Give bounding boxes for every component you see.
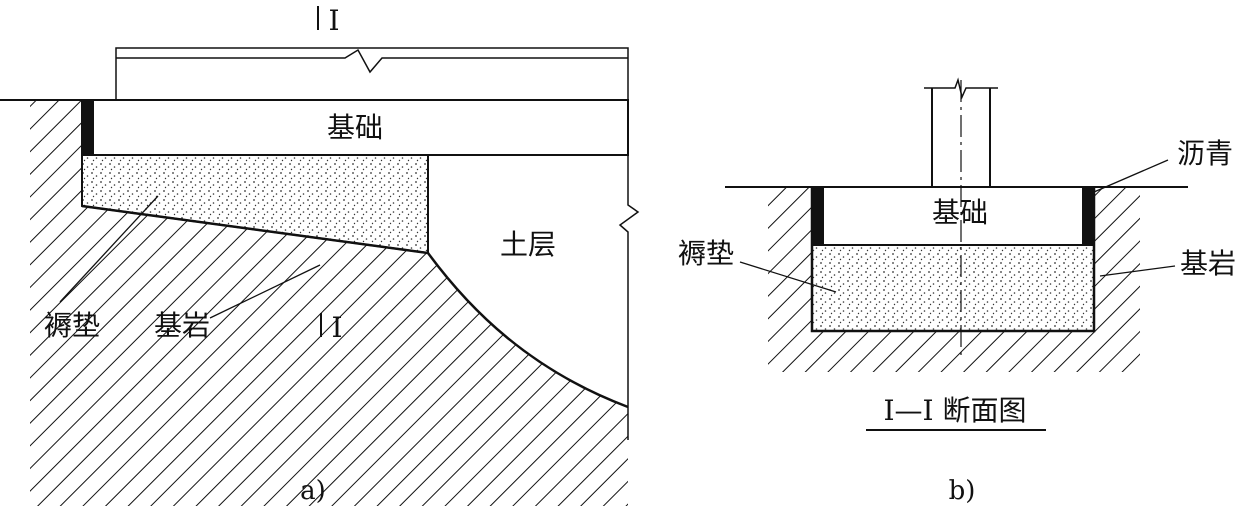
leader-asphalt <box>1093 159 1169 193</box>
bedrock-label-a: 基岩 <box>154 309 210 342</box>
section-title-b: I—I 断面图 <box>883 394 1026 427</box>
asphalt-strip-a <box>82 100 94 155</box>
bedrock-label-b: 基岩 <box>1180 247 1236 280</box>
superstructure-a <box>115 47 629 100</box>
cushion-b <box>811 244 1095 332</box>
right-break-line-a <box>618 100 640 440</box>
asphalt-strip-b-left <box>812 187 824 245</box>
column-b <box>931 88 991 187</box>
bedrock-a-hatch <box>30 100 628 506</box>
soil-label: 土层 <box>500 228 556 261</box>
section-mark-top: I <box>328 4 339 37</box>
cushion-label-b: 褥垫 <box>678 237 734 270</box>
column-break-mark <box>924 77 998 100</box>
foundation-label-b: 基础 <box>932 196 988 229</box>
soil-region <box>428 155 628 407</box>
leader-cushion-a <box>59 195 159 303</box>
figure-a: 基础 土层 褥垫 基岩 <box>0 47 640 506</box>
section-mark-bottom: I <box>331 311 342 344</box>
caption-a: a) <box>300 476 326 506</box>
break-mark-top-a <box>116 48 628 74</box>
caption-b: b) <box>949 476 976 506</box>
foundation-label-a: 基础 <box>327 111 383 144</box>
leader-bedrock-b <box>1099 265 1176 277</box>
leader-cushion-b <box>739 261 837 293</box>
bedrock-b-hatch <box>768 187 1140 372</box>
asphalt-strip-b-right <box>1082 187 1094 245</box>
leader-bedrock-a <box>209 264 321 319</box>
bedrock-a-boundary <box>81 204 629 409</box>
cushion-label-a: 褥垫 <box>44 309 100 342</box>
figure-b: 基础 沥青 基岩 褥垫 I—I 断面图 b) <box>678 77 1236 506</box>
asphalt-label: 沥青 <box>1177 137 1233 170</box>
